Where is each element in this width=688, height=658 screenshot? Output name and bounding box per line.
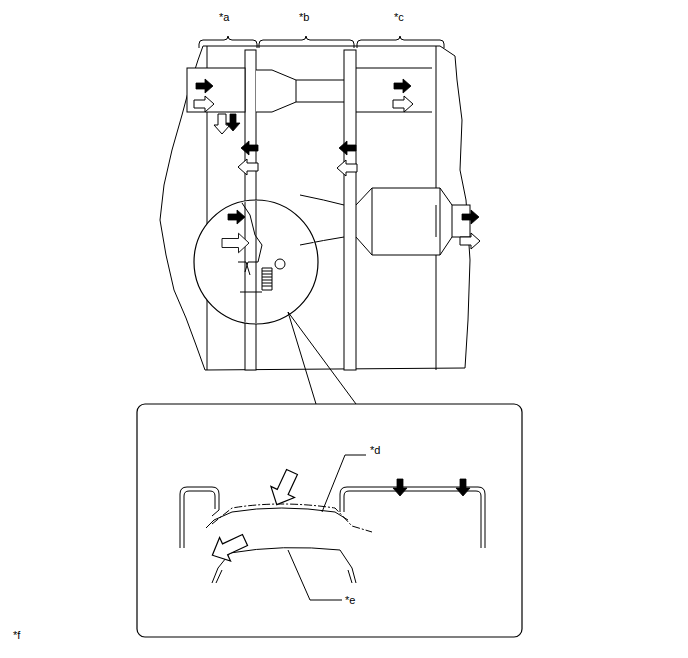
callout-label: *c: [393, 11, 405, 23]
callout-label: *e: [344, 594, 356, 606]
callout-label: *a: [218, 11, 230, 23]
callout-label: *f: [12, 629, 21, 641]
callout-label: *b: [298, 11, 310, 23]
callout-label: *d: [369, 444, 381, 456]
